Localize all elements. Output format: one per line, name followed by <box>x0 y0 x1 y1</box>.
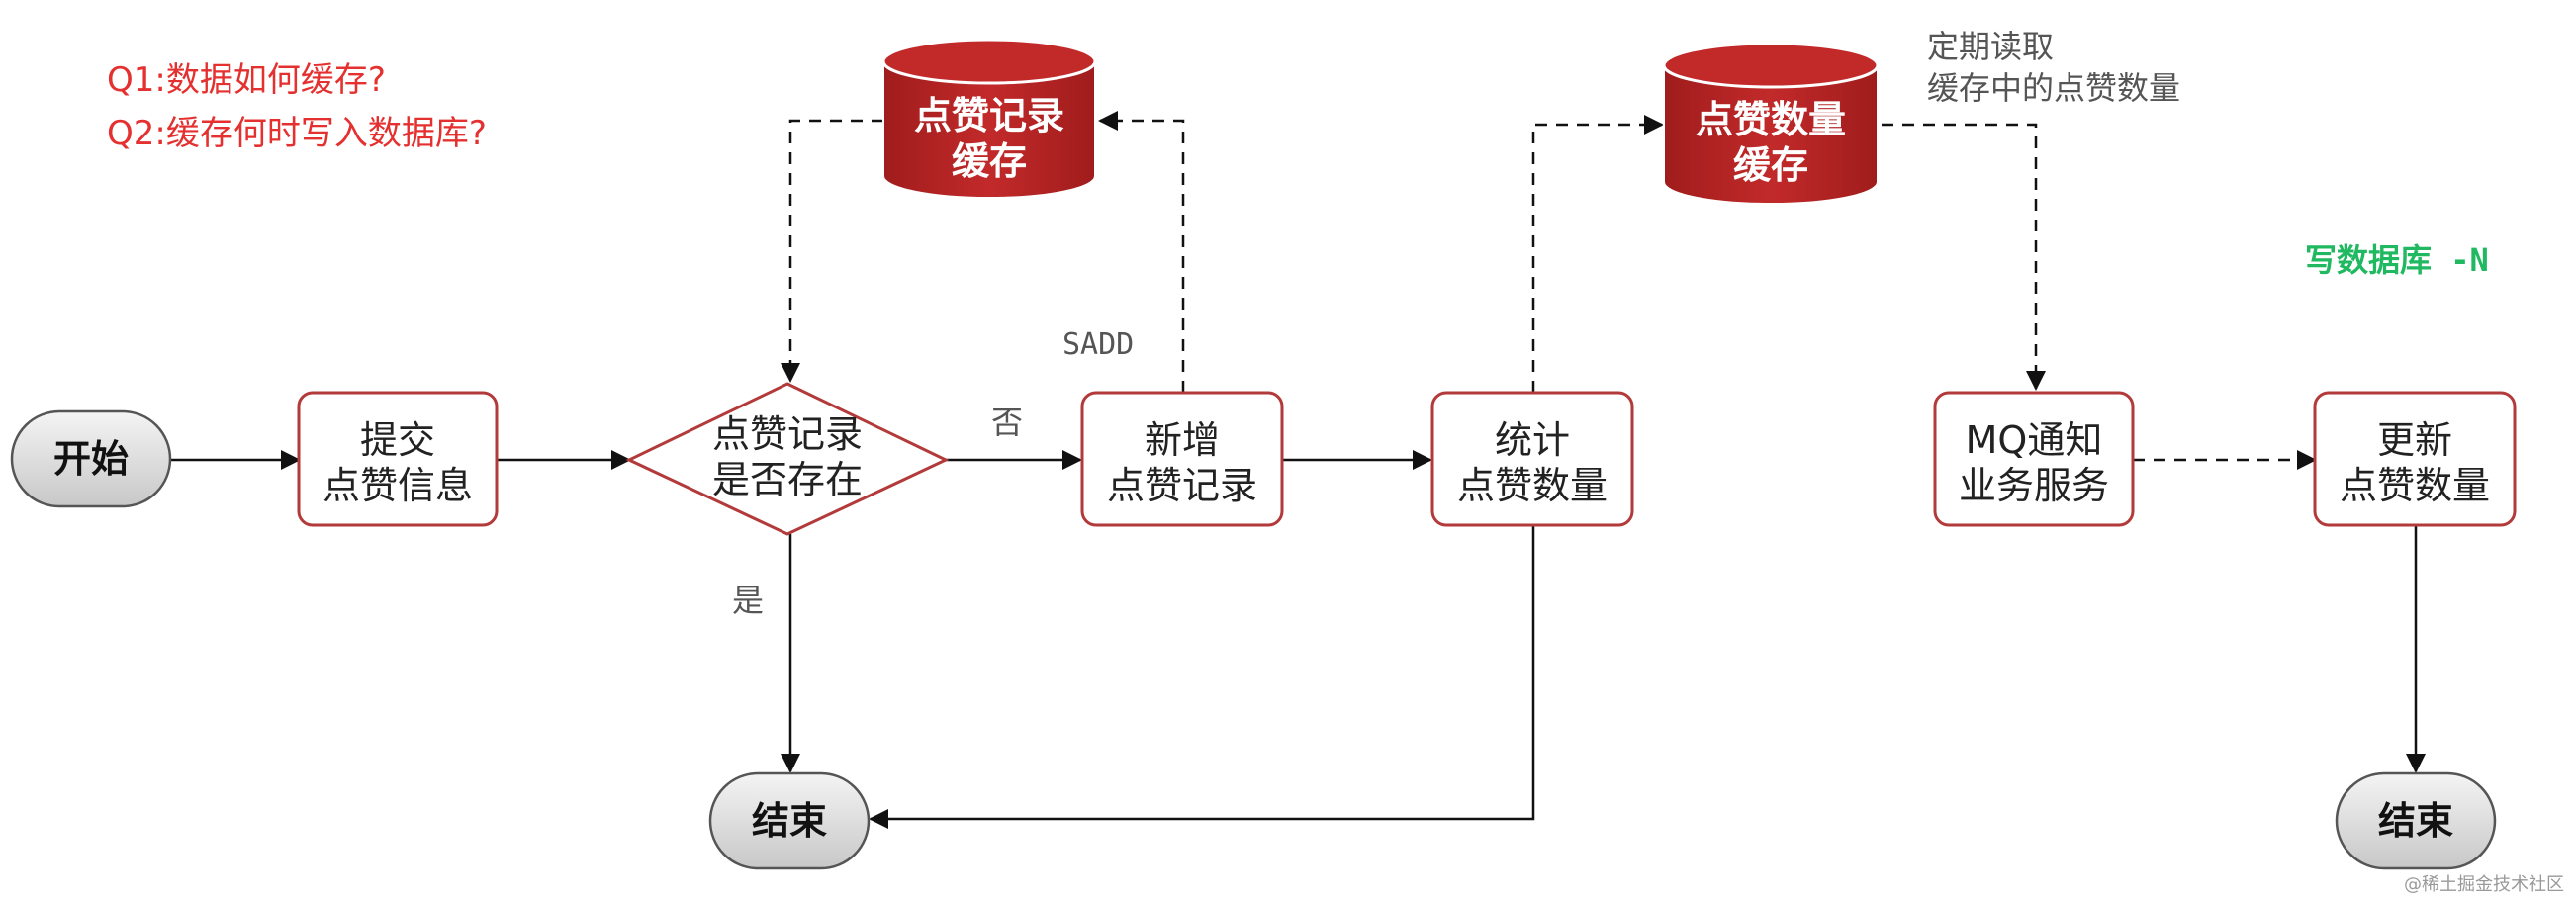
mq-notify-box[interactable]: MQ通知 业务服务 <box>1933 391 2135 527</box>
write-db-label: 写数据库 -N <box>2305 241 2489 279</box>
edge-count-cache <box>1531 115 1664 393</box>
submit-box[interactable]: 提交 点赞信息 <box>297 391 499 527</box>
mq-notify-line-1: MQ通知 <box>1966 418 2103 462</box>
end-right-label: 结束 <box>2378 799 2453 843</box>
edge-label-yes: 是 <box>732 582 764 619</box>
end-left-label: 结束 <box>752 799 827 843</box>
decision-diamond[interactable]: 点赞记录 是否存在 <box>625 382 950 536</box>
edge-count-end <box>869 524 1535 829</box>
edge-add-cache <box>1098 111 1185 393</box>
count-cache-line-1: 点赞数量 <box>1696 98 1846 141</box>
start-terminal[interactable]: 开始 <box>10 409 172 508</box>
periodic-line-1: 定期读取 <box>1927 28 2054 65</box>
count-line-1: 统计 <box>1495 418 1570 462</box>
question-2: Q2:缓存何时写入数据库? <box>107 114 487 153</box>
count-cache-line-2: 缓存 <box>1733 143 1808 187</box>
question-1: Q1:数据如何缓存? <box>107 60 386 100</box>
submit-line-2: 点赞信息 <box>322 464 473 507</box>
add-record-box[interactable]: 新增 点赞记录 <box>1080 391 1284 527</box>
start-label: 开始 <box>53 437 129 481</box>
end-terminal-left[interactable]: 结束 <box>708 771 871 870</box>
edges <box>170 450 2426 829</box>
update-count-box[interactable]: 更新 点赞数量 <box>2313 391 2517 527</box>
edge-label-sadd: SADD <box>1062 327 1134 362</box>
update-count-line-2: 点赞数量 <box>2340 464 2490 507</box>
decision-line-2: 是否存在 <box>712 458 863 501</box>
periodic-line-2: 缓存中的点赞数量 <box>1927 69 2180 107</box>
edge-label-no: 否 <box>991 404 1023 441</box>
end-terminal-right[interactable]: 结束 <box>2335 771 2497 870</box>
add-record-line-2: 点赞记录 <box>1107 464 1257 507</box>
count-box[interactable]: 统计 点赞数量 <box>1430 391 1634 527</box>
update-count-line-1: 更新 <box>2377 418 2452 462</box>
mq-notify-line-2: 业务服务 <box>1959 464 2109 507</box>
watermark: @稀土掘金技术社区 <box>2404 874 2564 895</box>
edge-cache-decision <box>781 119 883 383</box>
record-cache-cylinder[interactable]: 点赞记录 缓存 <box>881 38 1097 199</box>
count-line-2: 点赞数量 <box>1457 464 1608 507</box>
decision-line-1: 点赞记录 <box>712 412 863 456</box>
submit-line-1: 提交 <box>360 418 435 462</box>
dashed-edges <box>781 111 2317 470</box>
edge-cache-mq <box>1882 123 2046 391</box>
count-cache-cylinder[interactable]: 点赞数量 缓存 <box>1662 42 1880 205</box>
record-cache-line-2: 缓存 <box>952 139 1027 183</box>
add-record-line-1: 新增 <box>1145 418 1220 462</box>
record-cache-line-1: 点赞记录 <box>914 94 1064 137</box>
